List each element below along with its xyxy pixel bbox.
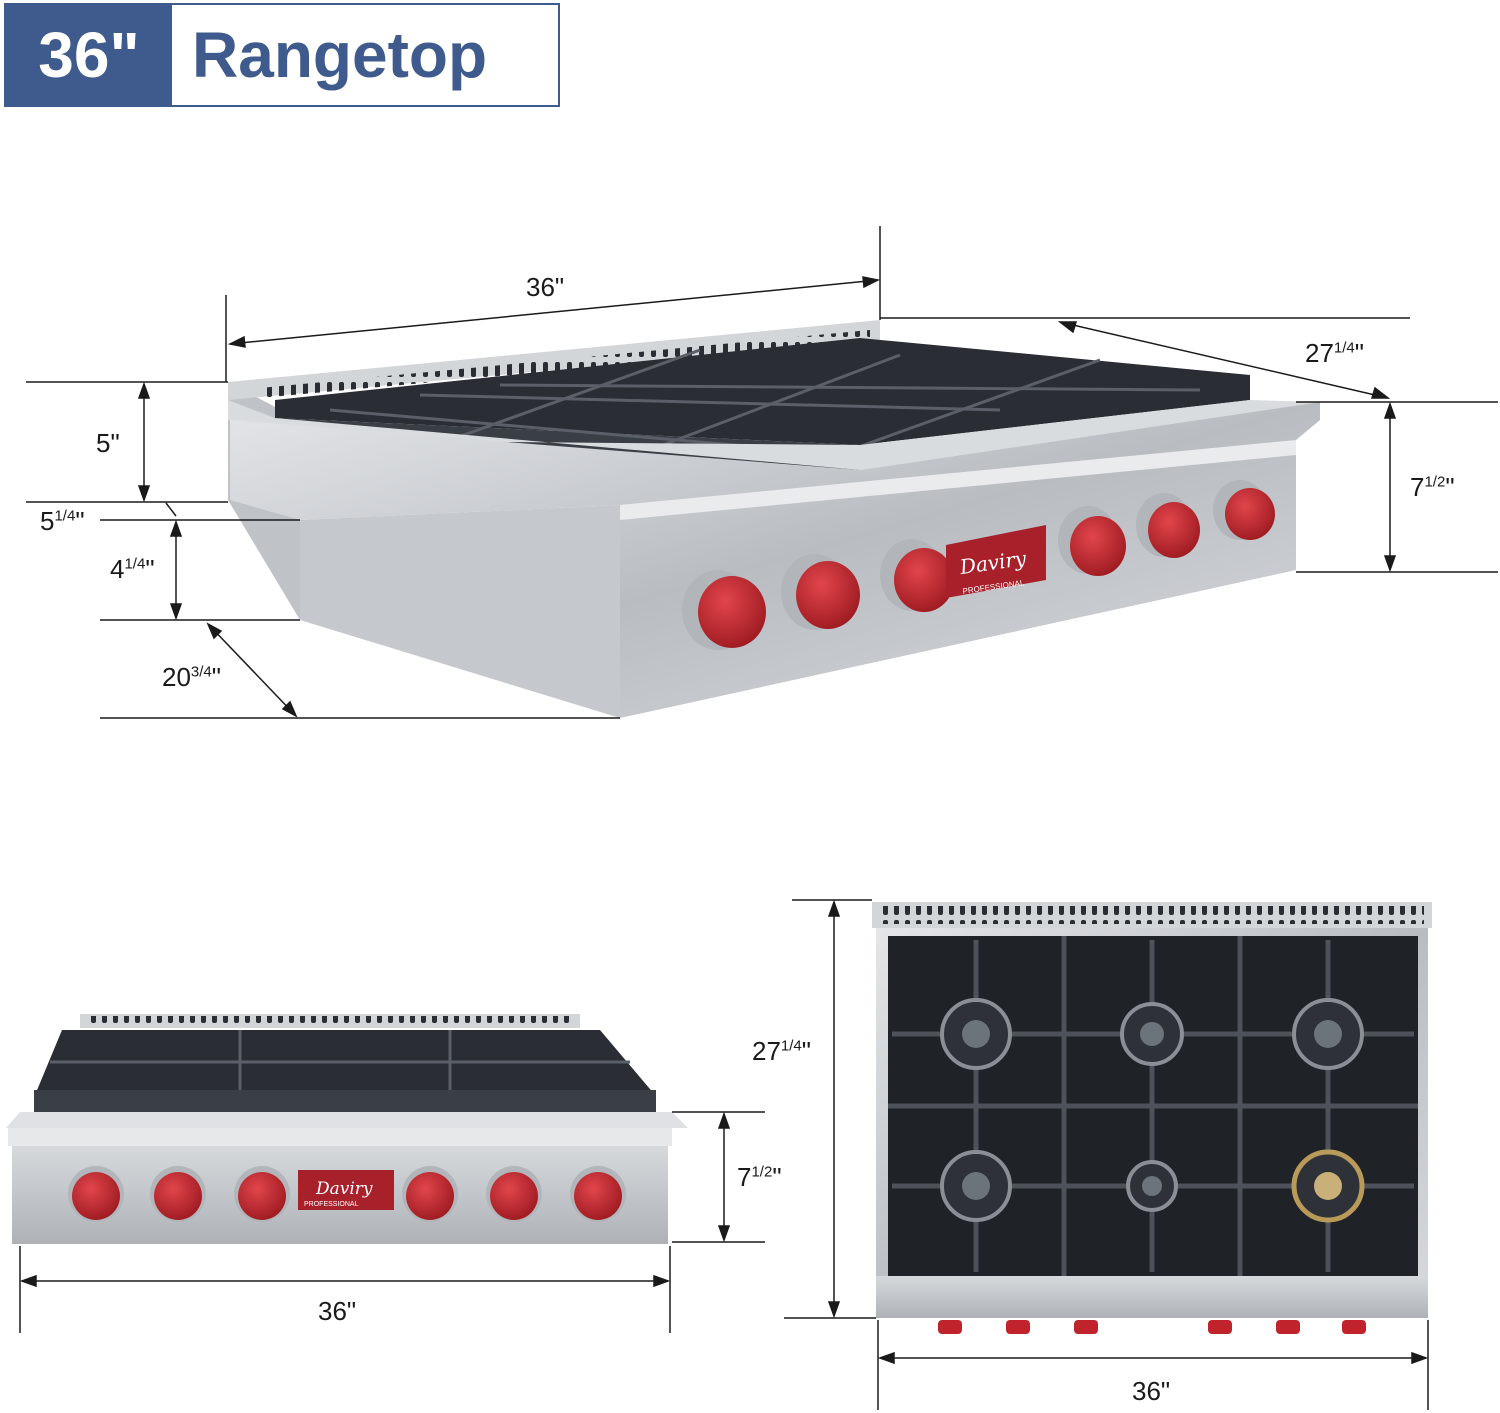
front-knob-4[interactable] [402,1166,458,1222]
dim-top-height: 71/2" [1410,472,1455,502]
brand-plate-perspective: Daviry PROFESSIONAL [946,525,1046,598]
burner-2[interactable] [1120,1002,1184,1066]
title-banner: 36" Rangetop [4,3,560,107]
front-grate-base [34,1090,656,1112]
grate-lines [329,348,1201,457]
plan-front-edge [876,1276,1428,1318]
burner-1[interactable] [940,998,1012,1070]
front-back-guard-vents [86,1016,574,1026]
plan-knob-2[interactable] [1006,1320,1030,1334]
front-view: Daviry PROFESSIONAL [6,1014,765,1333]
dim-plan-depth: 271/4" [752,1036,812,1066]
plan-view [784,899,1432,1410]
dim-body-depth: 203/4" [162,662,222,692]
plan-knob-tips [938,1320,1366,1334]
front-dimension-lines [19,1111,765,1333]
knob-6[interactable] [1213,480,1275,540]
burner-6[interactable] [1291,1149,1365,1223]
plan-knob-5[interactable] [1276,1320,1300,1334]
panel-highlight [620,440,1296,520]
front-knob-3[interactable] [234,1166,290,1222]
dim-step: 51/4" [40,506,85,536]
title-product: Rangetop [192,19,488,91]
knob-4[interactable] [1058,506,1126,576]
dim-backguard-height: 5" [96,428,120,458]
front-knob-5[interactable] [486,1166,542,1222]
dim-plan-width: 36" [1132,1376,1171,1406]
back-guard-vents [260,330,870,398]
front-knob-2[interactable] [150,1166,206,1222]
plan-knob-4[interactable] [1208,1320,1232,1334]
front-knobs [68,1166,626,1222]
dim-front-width: 36" [318,1296,357,1326]
dim-front-height: 71/2" [737,1162,782,1192]
title-size: 36" [6,5,172,105]
knob-2[interactable] [781,554,860,630]
burner-4[interactable] [940,1150,1012,1222]
knob-1[interactable] [682,570,766,650]
front-brand-name: Daviry [315,1179,373,1199]
front-knob-1[interactable] [68,1166,124,1222]
perspective-view: Daviry PROFESSIONAL [26,226,1498,719]
dim-top-depth: 271/4" [1305,338,1365,368]
control-panel [230,402,1320,718]
plan-knob-3[interactable] [1074,1320,1098,1334]
knob-5[interactable] [1136,493,1200,558]
front-lip [8,1128,672,1146]
plan-back-guard-vents [880,906,1424,924]
top-deck [228,400,1320,470]
front-brand-tagline: PROFESSIONAL [304,1201,359,1208]
grate-surface [275,338,1250,445]
burner-3[interactable] [1292,998,1364,1070]
perspective-knobs [682,480,1275,650]
dim-top-width: 36" [526,272,565,302]
brand-plate-front: Daviry PROFESSIONAL [298,1170,394,1210]
front-knob-6[interactable] [570,1166,626,1222]
knob-3[interactable] [880,539,954,612]
perspective-dimension-lines [26,226,1498,719]
plan-knob-6[interactable] [1342,1320,1366,1334]
dim-body-height: 41/4" [110,554,155,584]
plan-burners [940,998,1365,1223]
plan-knob-1[interactable] [938,1320,962,1334]
front-top-edge [6,1112,688,1128]
lower-body-side [300,505,620,718]
plan-dimension-lines [784,899,1429,1410]
burner-5[interactable] [1126,1160,1178,1212]
